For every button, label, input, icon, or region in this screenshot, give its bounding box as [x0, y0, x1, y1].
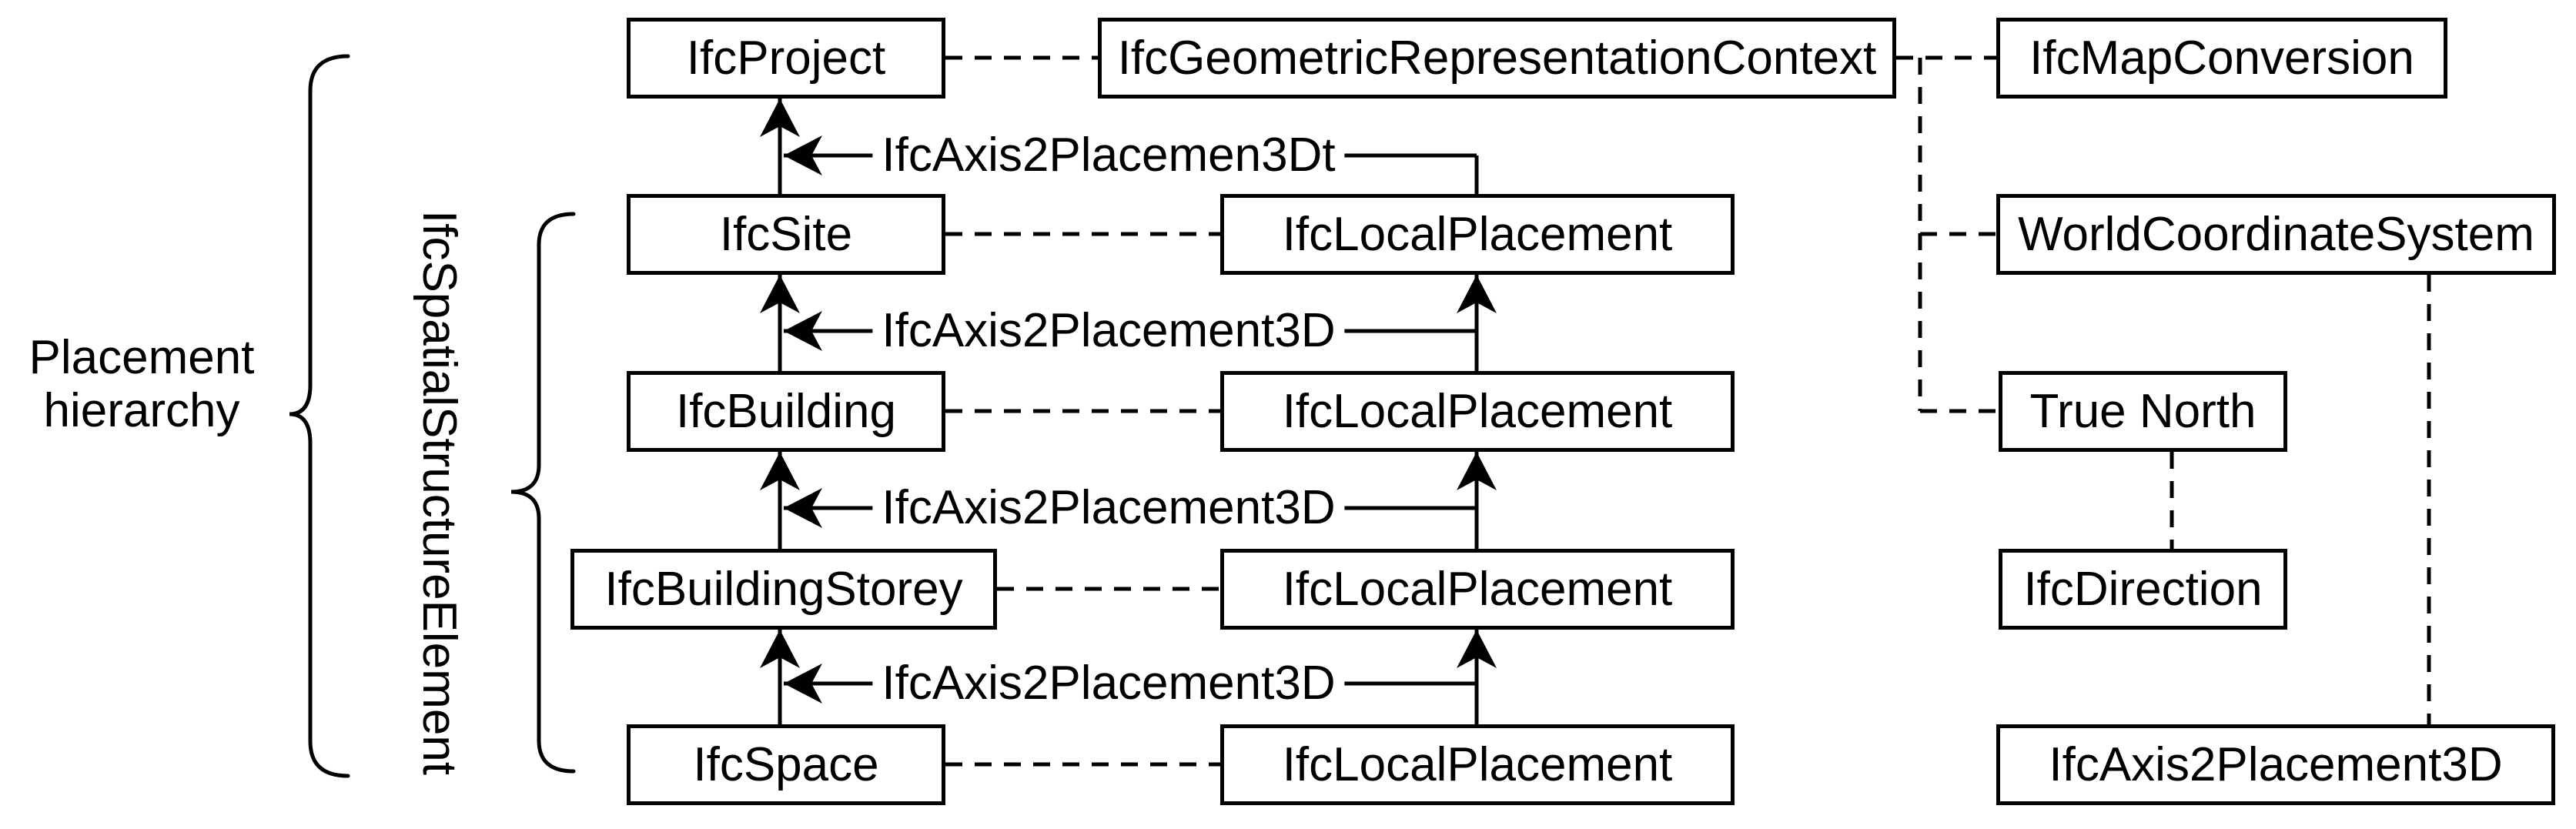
node-ifcspace: IfcSpace: [627, 724, 945, 805]
placement-hierarchy-label: Placement hierarchy: [28, 331, 255, 437]
arrow-left-icon: [784, 664, 822, 704]
node-ifcbuilding: IfcBuilding: [627, 371, 945, 452]
spatial-structure-element-label: IfcSpatialStructureElement: [413, 209, 466, 776]
arrow-up-icon: [760, 630, 800, 668]
node-worldcoordinatesystem: WorldCoordinateSystem: [1996, 194, 2556, 275]
node-ifcmapconversion: IfcMapConversion: [1996, 18, 2447, 99]
arrow-up-icon: [1457, 452, 1497, 490]
arrow-left-icon: [784, 488, 822, 528]
edge-label-storey-to-building: IfcAxis2Placement3D: [872, 484, 1345, 532]
node-truenorth: True North: [1999, 371, 2287, 452]
arrow-up-icon: [1457, 630, 1497, 668]
node-ifclocalplacement-storey: IfcLocalPlacement: [1220, 549, 1735, 630]
arrow-up-icon: [760, 452, 800, 490]
arrow-left-icon: [784, 311, 822, 351]
arrow-left-icon: [784, 135, 822, 175]
arrowheads: [760, 99, 1497, 704]
arrow-up-icon: [760, 275, 800, 313]
node-ifclocalplacement-building: IfcLocalPlacement: [1220, 371, 1735, 452]
dashed-edges: [945, 55, 2431, 767]
node-ifcsite: IfcSite: [627, 194, 945, 275]
arrow-up-icon: [760, 99, 800, 137]
node-ifcgeometricrepresentationcontext: IfcGeometricRepresentationContext: [1098, 18, 1896, 99]
node-ifcaxis2placement3d: IfcAxis2Placement3D: [1996, 724, 2555, 805]
edge-label-space-to-storey: IfcAxis2Placement3D: [872, 660, 1345, 707]
spatial-structure-brace: [510, 212, 576, 774]
node-ifcproject: IfcProject: [627, 18, 945, 99]
node-ifclocalplacement-space: IfcLocalPlacement: [1220, 724, 1735, 805]
node-ifclocalplacement-site: IfcLocalPlacement: [1220, 194, 1735, 275]
edge-label-site-to-project: IfcAxis2Placemen3Dt: [872, 132, 1345, 179]
node-ifcdirection: IfcDirection: [1999, 549, 2287, 630]
edge-label-building-to-site: IfcAxis2Placement3D: [872, 307, 1345, 355]
arrow-up-icon: [1457, 275, 1497, 313]
placement-hierarchy-brace: [289, 54, 350, 778]
node-ifcbuildingstorey: IfcBuildingStorey: [570, 549, 997, 630]
